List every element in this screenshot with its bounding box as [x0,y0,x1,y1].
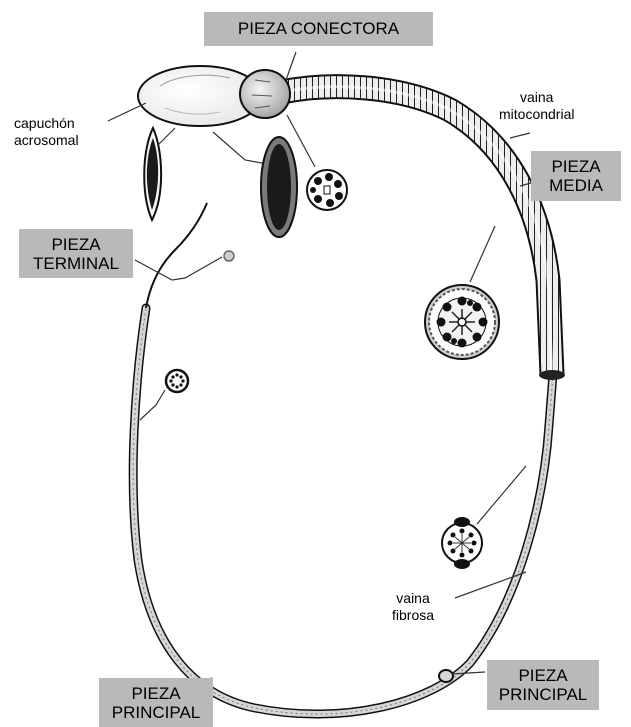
label-mitochondrial-sheath: vaina mitocondrial [499,89,574,123]
principal-piece-cross-section [442,517,482,569]
neck-connecting-piece [240,70,290,118]
label-middle-piece: PIEZA MEDIA [531,151,621,201]
head-section-side [144,128,161,220]
label-principal-piece-right: PIEZA PRINCIPAL [487,660,599,710]
label-principal-piece-bottom: PIEZA PRINCIPAL [99,678,213,727]
label-terminal-piece: PIEZA TERMINAL [19,229,133,278]
head-section-front [261,137,297,237]
mitochondrial-sheath [282,87,552,374]
end-piece-cross-section [166,370,188,392]
label-connecting-piece: PIEZA CONECTORA [204,12,433,46]
label-fibrous-sheath: vaina fibrosa [392,590,434,624]
annulus [539,370,565,380]
tail-cut-end [439,670,453,682]
terminal-tip-cross-section [224,251,234,261]
tail-terminal-piece [146,203,207,308]
label-acrosomal-cap: capuchón acrosomal [14,115,79,149]
leader-lines [108,52,531,682]
tail-principal-piece [133,308,553,714]
neck-cross-section [307,170,347,210]
middle-piece-cross-section [425,285,499,359]
